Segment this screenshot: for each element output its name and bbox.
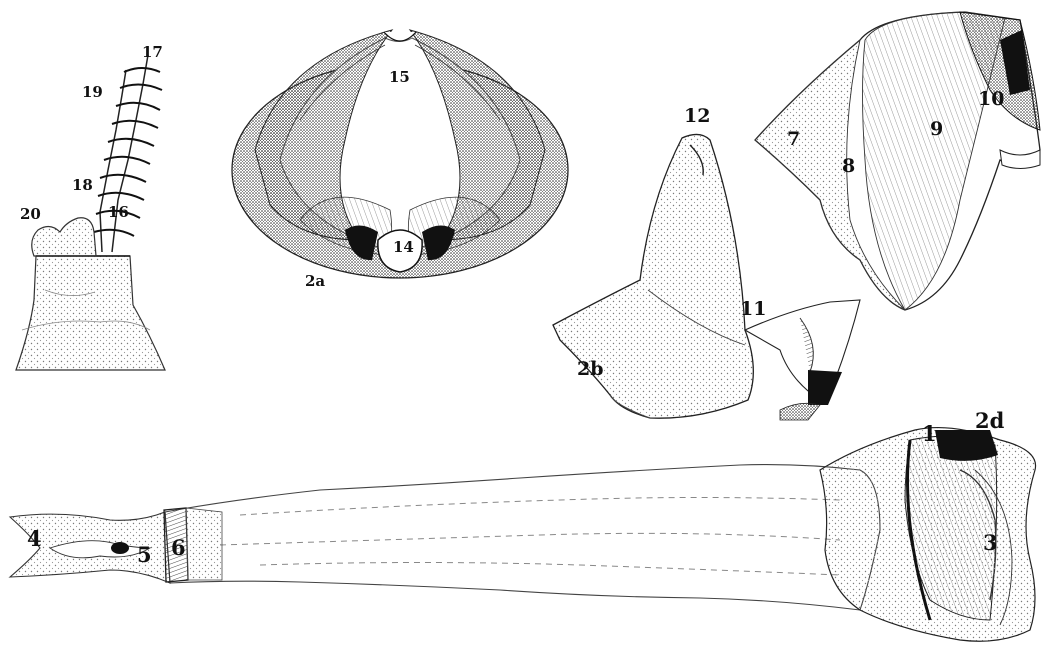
label-2d: 2d [975, 410, 1004, 431]
label-3: 3 [983, 532, 998, 553]
label-19: 19 [82, 85, 103, 100]
label-20: 20 [20, 207, 41, 222]
label-10: 10 [978, 90, 1004, 109]
label-2b: 2b [577, 360, 604, 379]
label-1: 1 [922, 423, 937, 444]
label-11: 11 [740, 300, 766, 319]
label-17: 17 [142, 45, 163, 60]
label-5: 5 [137, 544, 152, 565]
label-16: 16 [108, 205, 129, 220]
label-15: 15 [389, 70, 410, 85]
label-6: 6 [171, 537, 186, 558]
label-2a: 2a [305, 274, 325, 289]
label-7: 7 [787, 130, 800, 149]
label-14: 14 [393, 240, 414, 255]
label-4: 4 [27, 528, 42, 549]
scutum-drawing [755, 12, 1040, 310]
label-12: 12 [684, 107, 710, 126]
body-drawing [10, 428, 1036, 642]
label-9: 9 [930, 120, 943, 139]
label-8: 8 [842, 157, 855, 176]
label-18: 18 [72, 178, 93, 193]
